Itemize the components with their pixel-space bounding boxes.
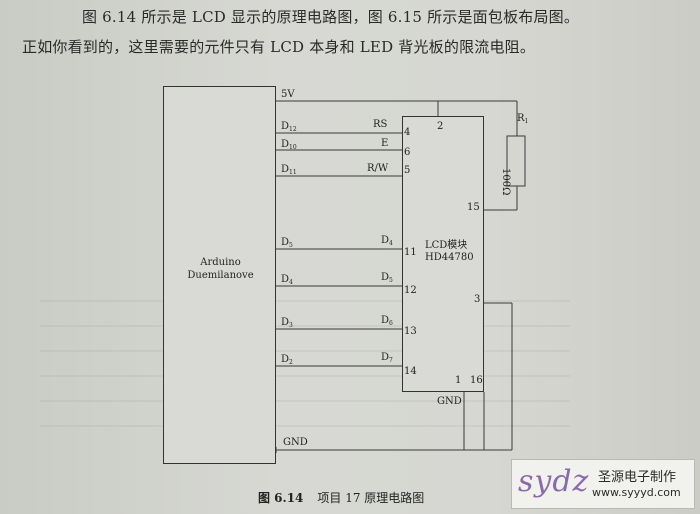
lcd-module-block: LCD模块 HD44780	[402, 116, 484, 392]
lcd-pin-4: 4	[404, 127, 411, 138]
watermark-mark: sydz	[518, 464, 590, 499]
lcd-pin-11: 11	[404, 247, 417, 258]
resistor-ref: R1	[517, 113, 529, 126]
arduino-block: Arduino Duemilanove	[163, 86, 276, 464]
label-gnd-arduino: GND	[283, 437, 308, 448]
label-rs: RS	[373, 119, 388, 130]
body-text-line-1: 图 6.14 所示是 LCD 显示的原理电路图，图 6.15 所示是面包板布局图…	[82, 8, 580, 26]
label-d4: D4	[281, 274, 293, 287]
arduino-name-line-1: Arduino	[200, 257, 241, 268]
label-sig-d6: D6	[381, 315, 393, 328]
lcd-pin-3: 3	[474, 294, 481, 305]
lcd-name-line-2: HD44780	[425, 252, 474, 263]
lcd-pin-12: 12	[404, 285, 417, 296]
resistor-body	[506, 135, 526, 187]
figure-title: 项目 17 原理电路图	[317, 491, 425, 505]
lcd-pin-13: 13	[404, 326, 417, 337]
arduino-name-line-2: Duemilanove	[187, 270, 254, 281]
lcd-pin-14: 14	[404, 366, 417, 377]
label-e: E	[381, 138, 389, 149]
label-sig-d5: D5	[381, 272, 393, 285]
label-sig-d4: D4	[381, 235, 393, 248]
label-rw: R/W	[367, 163, 389, 174]
watermark-url: www.syyyd.com	[592, 486, 681, 499]
resistor-value: 100Ω	[500, 168, 511, 196]
lcd-pin-16: 16	[470, 375, 483, 386]
label-d12: D12	[281, 121, 297, 134]
figure-caption: 图 6.14 项目 17 原理电路图	[258, 489, 424, 506]
lcd-pin-15: 15	[467, 202, 480, 213]
lcd-name-line-1: LCD模块	[425, 240, 468, 251]
watermark-logo: sydz 圣源电子制作 www.syyyd.com	[511, 459, 695, 509]
body-text-line-2: 正如你看到的，这里需要的元件只有 LCD 本身和 LED 背光板的限流电阻。	[22, 38, 536, 56]
watermark-name: 圣源电子制作	[598, 470, 677, 485]
label-d3: D3	[281, 317, 293, 330]
lcd-pin-1: 1	[455, 375, 462, 386]
label-d5: D5	[281, 237, 293, 250]
label-gnd-lcd: GND	[437, 396, 462, 407]
label-d2: D2	[281, 354, 293, 367]
lcd-pin-5: 5	[404, 165, 411, 176]
label-5v: 5V	[281, 89, 295, 100]
label-d11: D11	[281, 164, 297, 177]
lcd-pin-6: 6	[404, 147, 411, 158]
lcd-pin-2: 2	[437, 121, 444, 132]
figure-number: 图 6.14	[258, 491, 304, 505]
label-d10: D10	[281, 139, 297, 152]
label-sig-d7: D7	[381, 352, 393, 365]
